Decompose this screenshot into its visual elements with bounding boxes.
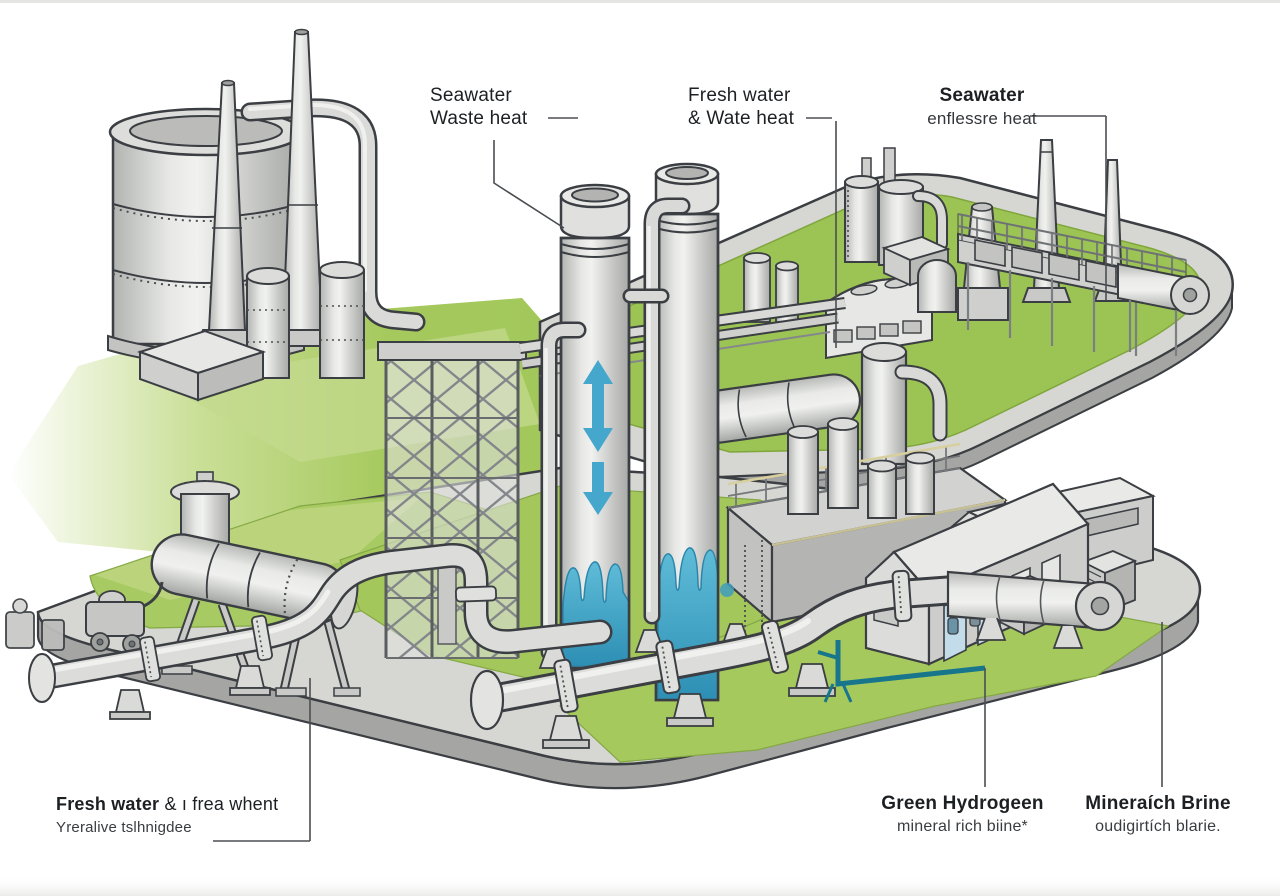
label-line: Fresh water & ı frea whent [56, 794, 279, 814]
label-line: Yreralive tslhnigdee [56, 819, 192, 836]
skid-drums [787, 417, 935, 519]
small-pump-units [5, 598, 65, 651]
label-line: Seawater [430, 85, 512, 106]
label-seawater-effluent: Seawater enflessre heat [897, 84, 1067, 130]
leader-fresh-water-treatment [213, 678, 311, 842]
pipe-flanges [139, 569, 913, 714]
label-line: Fresh water [688, 85, 791, 106]
foreground-pipes [28, 542, 1126, 749]
left-plant-group [107, 28, 426, 402]
label-line: Waste heat [430, 108, 528, 129]
leader-fresh-water-waste-heat [806, 117, 837, 348]
receiver-vessel [946, 570, 1126, 649]
leader-seawater-effluent [1030, 115, 1107, 300]
pipe-run-main [469, 575, 970, 731]
column-left-water [562, 561, 630, 667]
teal-valve [720, 583, 734, 597]
label-fresh-water-treatment: Fresh water & ı frea whent Yreralive tsl… [56, 793, 278, 839]
label-line: Mineraích Brine [1085, 793, 1231, 814]
label-line: oudigirtích blarie. [1095, 818, 1221, 835]
column-right [654, 162, 720, 702]
desalination-columns [538, 162, 752, 702]
lattice-tower [377, 341, 527, 659]
left-shed [136, 329, 267, 402]
down-arrow-icon [583, 462, 613, 515]
column-left [559, 183, 631, 670]
label-line: enflessre heat [927, 109, 1037, 128]
hydrogen-pipeline [817, 640, 986, 703]
top-edge-band [0, 0, 1280, 3]
skid-tall-drum [860, 342, 948, 466]
label-green-hydrogen: Green Hydrogeen mineral rich biine* [860, 792, 1065, 838]
flow-arrows [583, 360, 613, 515]
exchanger-assembly [5, 471, 361, 697]
upper-deck-equipment [743, 139, 1210, 360]
label-fresh-water-waste-heat: Fresh water & Wate heat [688, 84, 794, 130]
bottom-fade [0, 876, 1280, 896]
riser-pipes [540, 197, 691, 661]
label-seawater-waste-heat: Seawater Waste heat [430, 84, 527, 130]
leader-lines [213, 115, 1163, 842]
label-line: & Wate heat [688, 108, 795, 129]
leader-seawater-waste-heat [493, 117, 578, 229]
horizontal-tank [1117, 262, 1210, 356]
label-line: Green Hydrogeen [881, 793, 1044, 814]
silo-pipe [240, 98, 426, 332]
label-line: Seawater [939, 85, 1025, 106]
label-mineral-brine: Mineraích Brine oudigirtích blarie. [1063, 792, 1253, 838]
up-down-arrow-icon [583, 360, 613, 452]
skid-horizontal-tank [691, 373, 861, 444]
pipe-supports [109, 663, 836, 749]
label-line: mineral rich biine* [897, 818, 1028, 835]
pipe-run-back [28, 542, 613, 703]
dome-tank [917, 259, 957, 313]
medium-tank-2 [319, 261, 365, 379]
